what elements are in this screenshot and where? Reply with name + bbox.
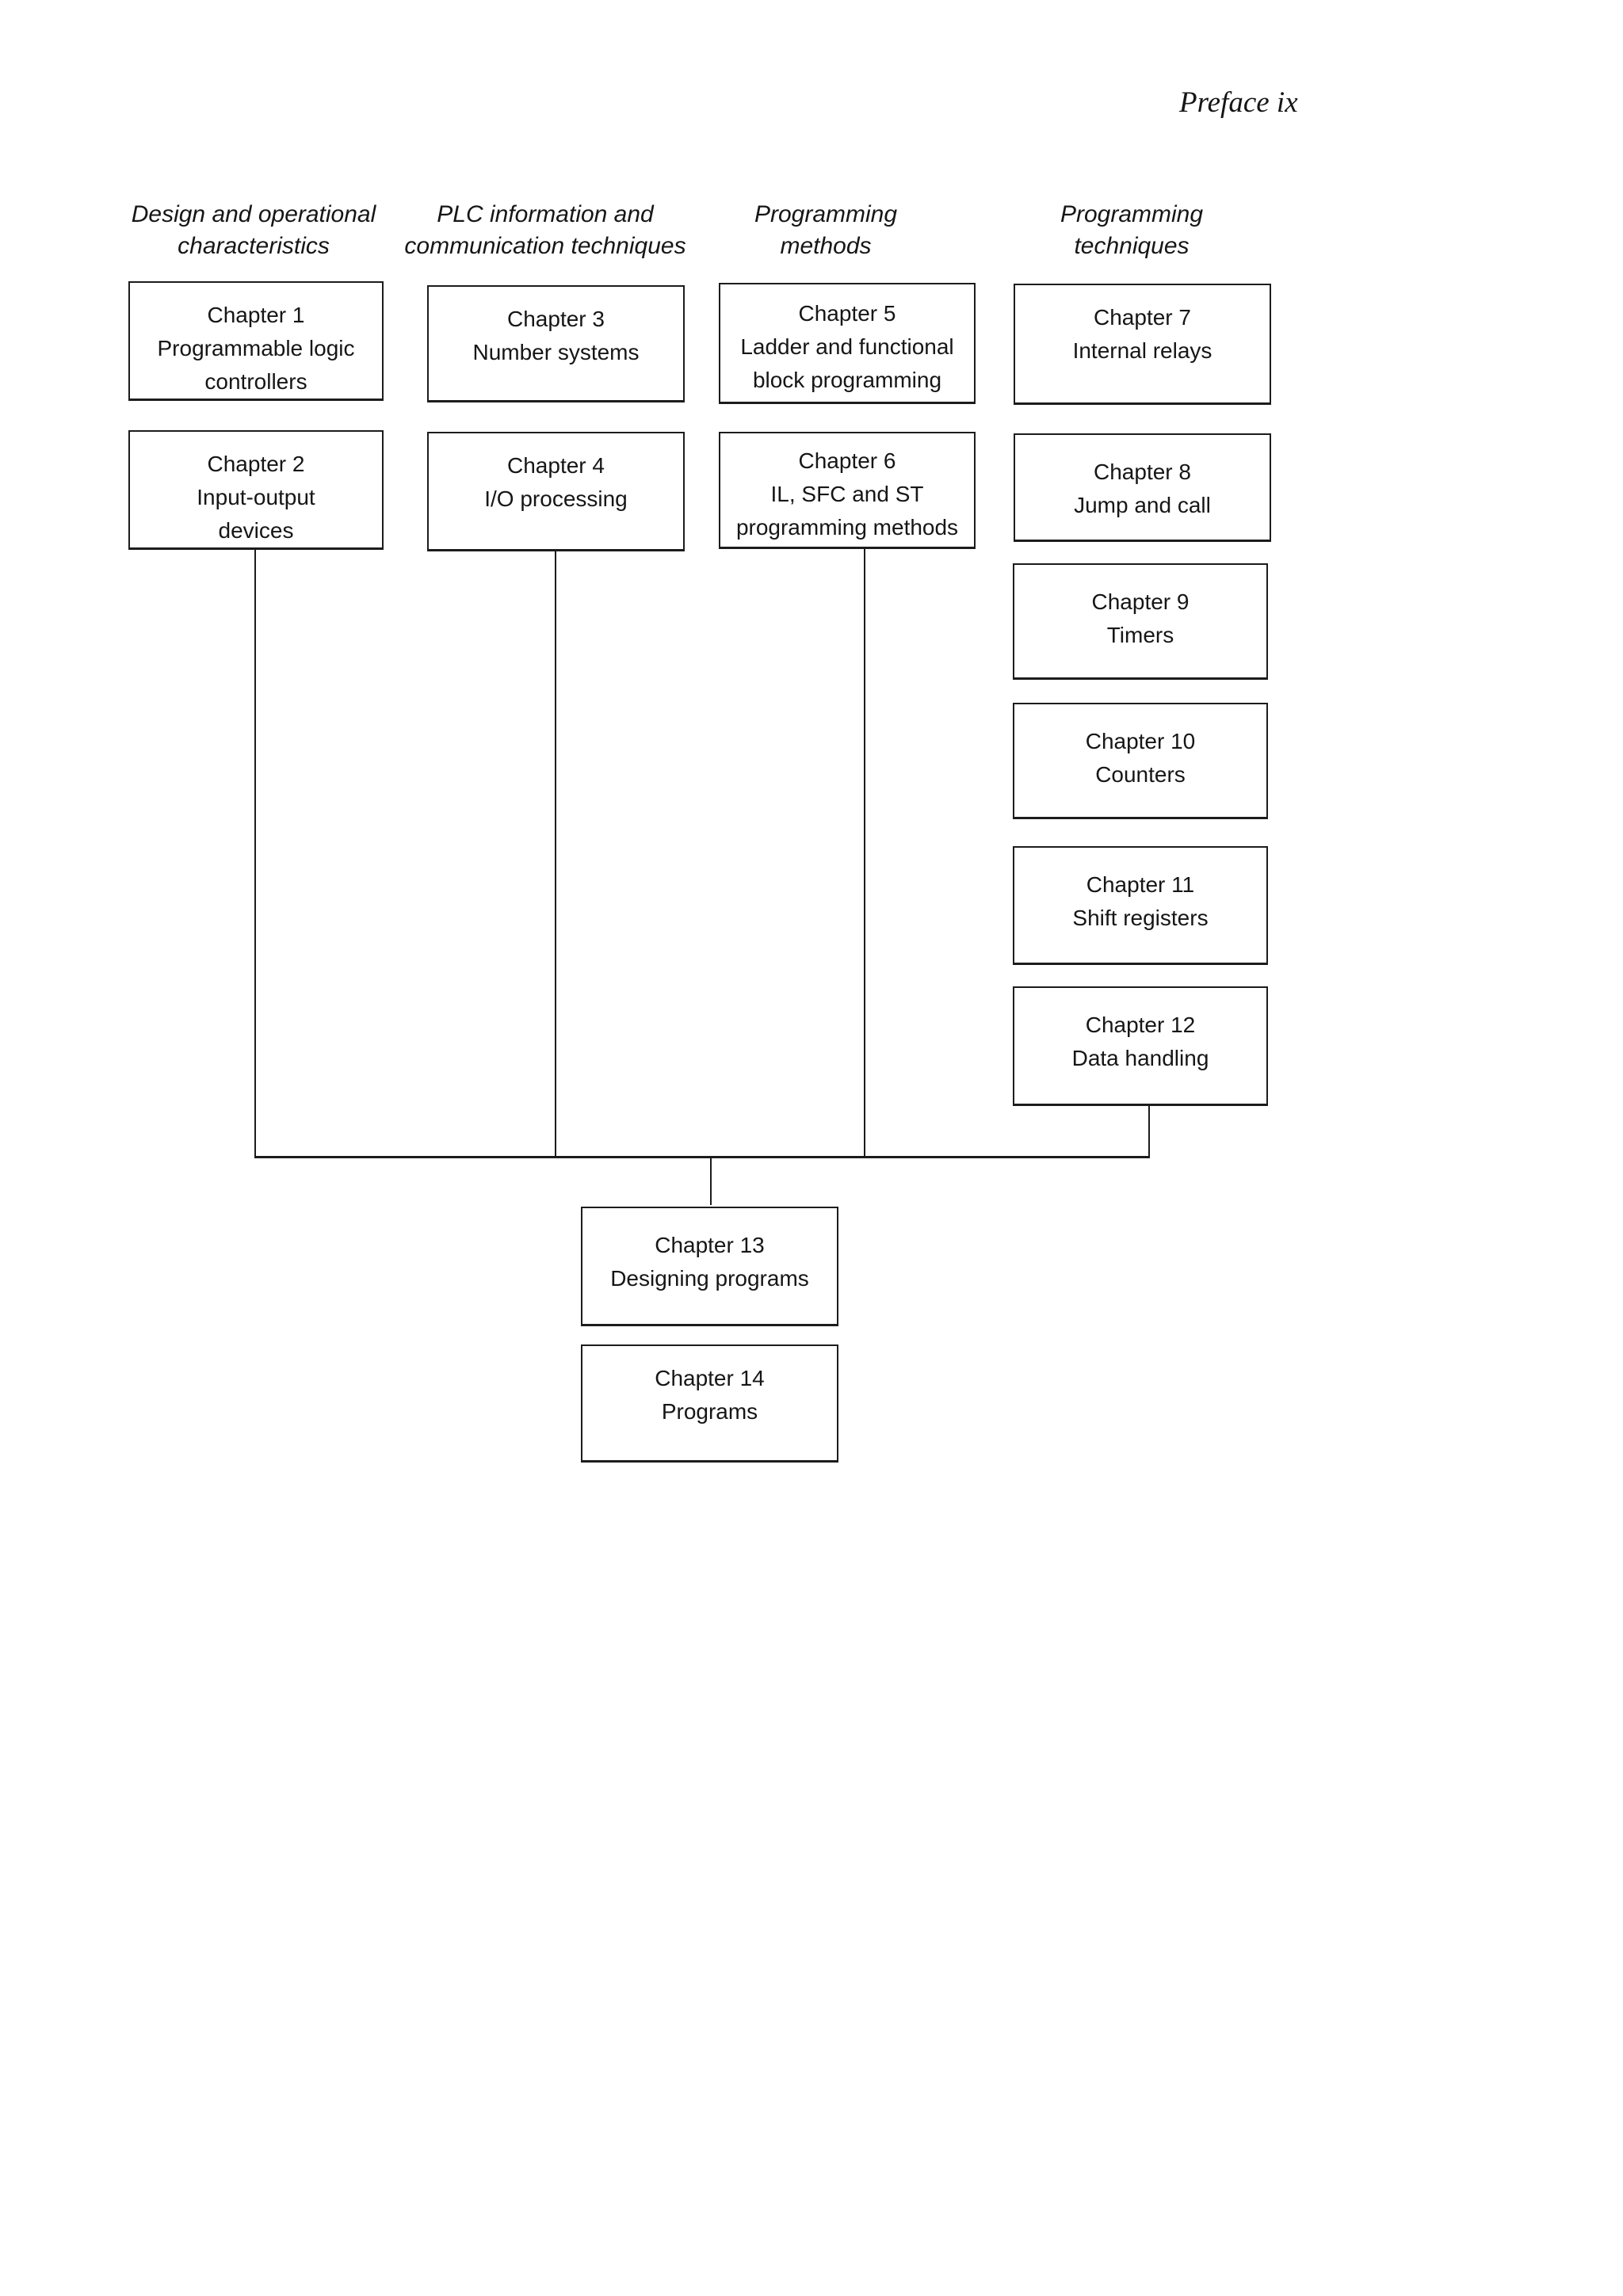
chapter-1-box: Chapter 1 Programmable logic controllers bbox=[128, 281, 384, 401]
chapter-title: Chapter 11 bbox=[1086, 872, 1195, 897]
connector-bus-line bbox=[254, 1156, 1150, 1158]
column-header-line: PLC information and bbox=[437, 201, 654, 227]
chapter-subtitle-line: Data handling bbox=[1071, 1046, 1209, 1070]
chapter-title: Chapter 2 bbox=[207, 452, 305, 476]
column-header-design-characteristics: Design and operational characteristics bbox=[111, 199, 396, 262]
column-header-line: communication techniques bbox=[404, 233, 686, 259]
column-header-line: methods bbox=[780, 233, 872, 259]
chapter-14-box: Chapter 14 Programs bbox=[581, 1344, 838, 1463]
chapter-subtitle-line: I/O processing bbox=[484, 486, 628, 511]
chapter-4-box: Chapter 4 I/O processing bbox=[427, 432, 685, 551]
chapter-title: Chapter 13 bbox=[655, 1233, 765, 1257]
page-header-preface: Preface ix bbox=[1179, 86, 1298, 119]
connector-chapter-6-drop bbox=[864, 549, 865, 1157]
connector-chapter-12-drop bbox=[1148, 1106, 1150, 1157]
column-header-programming-methods: Programming methods bbox=[683, 199, 968, 262]
chapter-title: Chapter 1 bbox=[207, 303, 305, 327]
chapter-title: Chapter 12 bbox=[1085, 1013, 1196, 1037]
chapter-title: Chapter 3 bbox=[507, 307, 605, 331]
chapter-5-box: Chapter 5 Ladder and functional block pr… bbox=[719, 283, 976, 404]
chapter-subtitle-line: Programmable logic bbox=[157, 336, 355, 360]
chapter-subtitle-line: Shift registers bbox=[1072, 906, 1209, 930]
column-header-programming-techniques: Programming techniques bbox=[989, 199, 1274, 262]
chapter-2-box: Chapter 2 Input-output devices bbox=[128, 430, 384, 550]
column-header-line: Design and operational bbox=[131, 201, 376, 227]
chapter-subtitle-line: controllers bbox=[204, 369, 307, 394]
chapter-3-box: Chapter 3 Number systems bbox=[427, 285, 685, 402]
column-header-line: Programming bbox=[754, 201, 898, 227]
connector-chapter-13-drop bbox=[710, 1158, 712, 1205]
column-header-line: techniques bbox=[1074, 233, 1190, 259]
column-header-line: Programming bbox=[1060, 201, 1204, 227]
chapter-title: Chapter 7 bbox=[1094, 305, 1191, 330]
chapter-10-box: Chapter 10 Counters bbox=[1013, 703, 1268, 819]
chapter-subtitle-line: Programs bbox=[661, 1399, 758, 1424]
chapter-7-box: Chapter 7 Internal relays bbox=[1014, 284, 1271, 405]
chapter-subtitle-line: Number systems bbox=[472, 340, 640, 364]
chapter-9-box: Chapter 9 Timers bbox=[1013, 563, 1268, 680]
chapter-title: Chapter 5 bbox=[798, 301, 896, 326]
column-header-plc-information: PLC information and communication techni… bbox=[403, 199, 688, 262]
chapter-11-box: Chapter 11 Shift registers bbox=[1013, 846, 1268, 965]
connector-chapter-2-drop bbox=[254, 550, 256, 1157]
chapter-subtitle-line: programming methods bbox=[735, 515, 959, 540]
chapter-title: Chapter 8 bbox=[1094, 460, 1191, 484]
chapter-subtitle-line: Ladder and functional bbox=[740, 334, 954, 359]
chapter-subtitle-line: devices bbox=[218, 518, 294, 543]
chapter-subtitle-line: IL, SFC and ST bbox=[770, 482, 924, 506]
chapter-13-box: Chapter 13 Designing programs bbox=[581, 1207, 838, 1326]
chapter-subtitle-line: Jump and call bbox=[1074, 493, 1211, 517]
chapter-title: Chapter 4 bbox=[507, 453, 605, 478]
chapter-subtitle-line: Designing programs bbox=[610, 1266, 809, 1291]
chapter-subtitle-line: Timers bbox=[1106, 623, 1174, 647]
chapter-12-box: Chapter 12 Data handling bbox=[1013, 986, 1268, 1106]
connector-chapter-4-drop bbox=[555, 551, 556, 1157]
chapter-title: Chapter 10 bbox=[1085, 729, 1196, 753]
column-header-line: characteristics bbox=[178, 233, 330, 259]
chapter-8-box: Chapter 8 Jump and call bbox=[1014, 433, 1271, 542]
chapter-subtitle-line: block programming bbox=[752, 368, 942, 392]
chapter-subtitle-line: Counters bbox=[1095, 762, 1186, 787]
chapter-title: Chapter 6 bbox=[798, 448, 896, 473]
chapter-subtitle-line: Input-output bbox=[197, 485, 315, 509]
chapter-title: Chapter 14 bbox=[655, 1366, 765, 1390]
chapter-subtitle-line: Internal relays bbox=[1072, 338, 1212, 363]
chapter-title: Chapter 9 bbox=[1091, 589, 1190, 614]
chapter-6-box: Chapter 6 IL, SFC and ST programming met… bbox=[719, 432, 976, 549]
